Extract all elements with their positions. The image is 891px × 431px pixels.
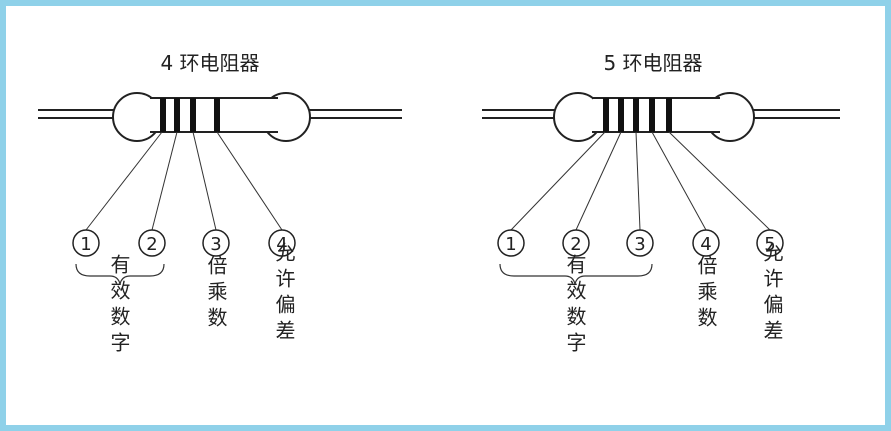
right-label-tolerance: 允许偏差 [760,242,784,346]
right-label-multiplier: 倍乘数 [694,255,718,333]
right-leader-lines [510,131,771,231]
right-band-1 [603,98,609,132]
left-band-1 [160,98,166,132]
right-num-2: 2 [570,234,581,255]
left-num-circle-1 [72,229,100,257]
right-title: 5 环电阻器 [603,51,702,75]
right-number-circles: 1 2 3 4 5 [497,229,784,257]
right-band-5 [666,98,672,132]
left-title: 4 环电阻器 [160,51,259,75]
left-leader-3 [192,131,217,231]
left-leader-4 [216,131,283,231]
right-leader-1 [510,131,606,231]
left-num-3: 3 [210,234,221,255]
left-label-tolerance: 允许偏差 [272,242,296,346]
left-band-3 [190,98,196,132]
right-leader-4 [651,131,707,231]
left-leader-lines [85,131,283,231]
left-num-1: 1 [80,234,91,255]
right-leader-3 [635,131,641,231]
left-label-significant-digits: 有效数字 [107,254,131,358]
right-num-5: 5 [764,234,775,255]
right-num-circle-5 [756,229,784,257]
right-leader-2 [575,131,622,231]
left-band-2 [174,98,180,132]
left-brace [75,263,165,285]
left-num-2: 2 [146,234,157,255]
right-band-2 [618,98,624,132]
right-band-4 [649,98,655,132]
right-resistor [482,92,840,142]
left-num-4: 4 [276,234,287,255]
right-num-4: 4 [700,234,711,255]
left-leader-2 [151,131,178,231]
left-num-circle-4 [268,229,296,257]
left-label-multiplier: 倍乘数 [204,255,228,333]
left-num-circle-2 [138,229,166,257]
right-bands [603,98,672,132]
left-num-circle-3 [202,229,230,257]
right-num-circle-1 [497,229,525,257]
right-label-significant-digits: 有效数字 [563,254,587,358]
right-num-circle-4 [692,229,720,257]
right-brace [499,263,653,285]
left-number-circles: 1 2 3 4 [72,229,296,257]
right-num-circle-2 [562,229,590,257]
left-band-4 [214,98,220,132]
left-bands [160,98,220,132]
right-band-3 [633,98,639,132]
right-num-circle-3 [626,229,654,257]
right-num-3: 3 [634,234,645,255]
right-leader-5 [668,131,771,231]
left-leader-1 [85,131,163,231]
right-num-1: 1 [505,234,516,255]
